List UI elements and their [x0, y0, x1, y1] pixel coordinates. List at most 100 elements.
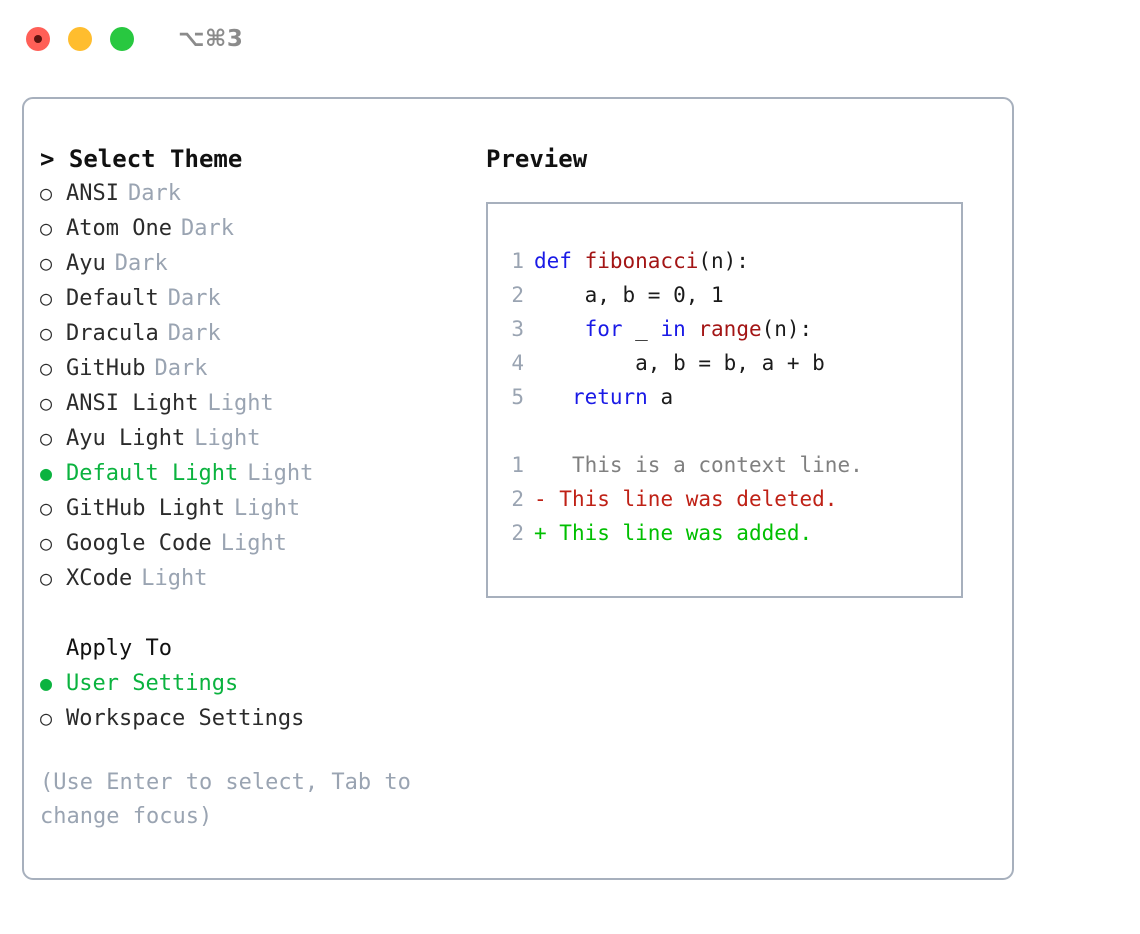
code-line: 3 for _ in range(n):: [488, 312, 961, 346]
theme-list: ○ ANSI Dark ○ Atom One Dark ○ Ayu Dark: [40, 176, 486, 596]
code-token-plain: a: [647, 385, 674, 409]
minimize-button[interactable]: [68, 27, 92, 51]
diff-line-added: 2 + This line was added.: [488, 516, 961, 550]
code-content: a, b = b, a + b: [534, 346, 825, 380]
preview-column: Preview 1 def fibonacci(n): 2 a, b = 0, …: [486, 142, 1012, 878]
code-content: return a: [534, 380, 673, 414]
theme-item-ansi-dark[interactable]: ○ ANSI Dark: [40, 176, 486, 211]
theme-item-atom-one-dark[interactable]: ○ Atom One Dark: [40, 211, 486, 246]
radio-unselected-icon: ○: [40, 251, 53, 275]
theme-item-tag: Light: [233, 496, 301, 521]
spacer: [40, 596, 486, 632]
code-token-plain: [534, 317, 585, 341]
diff-marker: +: [534, 521, 547, 545]
theme-item-xcode[interactable]: ○ XCode Light: [40, 561, 486, 596]
theme-item-ansi-light[interactable]: ○ ANSI Light Light: [40, 386, 486, 421]
radio-unselected-icon: ○: [40, 496, 53, 520]
code-token-keyword: for: [584, 317, 623, 341]
line-number: 1: [511, 249, 524, 273]
main-panel: > Select Theme ○ ANSI Dark ○ Atom One Da…: [22, 97, 1014, 880]
title-bar: ⌥⌘3: [0, 0, 1140, 78]
line-number: 2: [511, 283, 524, 307]
close-button[interactable]: [26, 27, 50, 51]
radio-unselected-icon: ○: [40, 391, 53, 415]
radio-unselected-icon: ○: [40, 286, 53, 310]
theme-item-label: Dracula: [66, 321, 159, 346]
code-line: 4 a, b = b, a + b: [488, 346, 961, 380]
apply-to-item-user-settings[interactable]: ● User Settings: [40, 666, 486, 701]
theme-item-tag: Dark: [154, 356, 208, 381]
theme-item-github-light[interactable]: ○ GitHub Light Light: [40, 491, 486, 526]
code-token-plain: (n):: [698, 249, 749, 273]
spacer: [488, 414, 961, 448]
code-token-plain: _: [622, 317, 661, 341]
diff-marker: -: [534, 487, 547, 511]
radio-unselected-icon: ○: [40, 356, 53, 380]
code-token-function: range: [698, 317, 762, 341]
apply-to-item-label: Workspace Settings: [66, 706, 305, 731]
apply-to-item-label: User Settings: [66, 671, 239, 696]
theme-item-tag: Dark: [167, 286, 221, 311]
theme-item-tag: Dark: [180, 216, 234, 241]
keyboard-shortcut-label: ⌥⌘3: [178, 26, 244, 52]
code-token-plain: a, b = 0, 1: [534, 283, 724, 307]
theme-item-label: GitHub: [66, 356, 146, 381]
line-number: 1: [511, 453, 524, 477]
code-token-keyword: return: [571, 385, 648, 409]
theme-item-label: Ayu Light: [66, 426, 186, 451]
code-token-keyword: in: [660, 317, 699, 341]
theme-item-label: ANSI Light: [66, 391, 199, 416]
preview-box: 1 def fibonacci(n): 2 a, b = 0, 1 3 for …: [486, 202, 963, 598]
code-token-plain: a, b = b, a + b: [534, 351, 825, 375]
apply-to-header: Apply To: [66, 636, 172, 661]
diff-marker: [534, 448, 547, 482]
code-token-function: fibonacci: [584, 249, 699, 273]
line-number: 5: [511, 385, 524, 409]
theme-item-default-dark[interactable]: ○ Default Dark: [40, 281, 486, 316]
code-content: for _ in range(n):: [534, 312, 813, 346]
radio-selected-icon: ●: [40, 461, 53, 485]
code-content: a, b = 0, 1: [534, 278, 724, 312]
maximize-button[interactable]: [110, 27, 134, 51]
code-content: def fibonacci(n):: [534, 244, 749, 278]
theme-item-label: Google Code: [66, 531, 212, 556]
theme-item-google-code[interactable]: ○ Google Code Light: [40, 526, 486, 561]
apply-to-list: ● User Settings ○ Workspace Settings: [40, 666, 486, 736]
code-line: 1 def fibonacci(n):: [488, 244, 961, 278]
theme-item-default-light[interactable]: ● Default Light Light: [40, 456, 486, 491]
diff-content: This line was deleted.: [546, 487, 838, 511]
theme-item-tag: Dark: [114, 251, 168, 276]
preview-title: Preview: [486, 145, 588, 173]
keyboard-hint-text: (Use Enter to select, Tab to change focu…: [40, 770, 425, 829]
theme-item-tag: Light: [247, 461, 314, 486]
line-number: 3: [511, 317, 524, 341]
theme-item-dracula-dark[interactable]: ○ Dracula Dark: [40, 316, 486, 351]
theme-item-label: Default Light: [66, 461, 239, 486]
radio-unselected-icon: ○: [40, 426, 53, 450]
radio-unselected-icon: ○: [40, 181, 53, 205]
line-number: 2: [511, 521, 524, 545]
theme-item-github-dark[interactable]: ○ GitHub Dark: [40, 351, 486, 386]
select-theme-header: > Select Theme: [40, 145, 243, 173]
theme-item-label: Ayu: [66, 251, 106, 276]
theme-item-tag: Dark: [127, 181, 181, 206]
theme-item-tag: Light: [220, 531, 287, 556]
radio-selected-icon: ●: [40, 671, 53, 695]
theme-item-label: Atom One: [66, 216, 172, 241]
theme-item-tag: Light: [194, 426, 261, 451]
theme-item-label: ANSI: [66, 181, 119, 206]
theme-item-tag: Light: [141, 566, 208, 591]
diff-content: This line was added.: [546, 521, 813, 545]
theme-picker-column: > Select Theme ○ ANSI Dark ○ Atom One Da…: [24, 142, 486, 878]
code-line: 2 a, b = 0, 1: [488, 278, 961, 312]
code-sample: 1 def fibonacci(n): 2 a, b = 0, 1 3 for …: [488, 244, 961, 414]
line-number: 2: [511, 487, 524, 511]
theme-item-ayu-dark[interactable]: ○ Ayu Dark: [40, 246, 486, 281]
code-token-plain: [534, 385, 572, 409]
radio-unselected-icon: ○: [40, 566, 53, 590]
code-token-keyword: def: [534, 249, 585, 273]
apply-to-item-workspace-settings[interactable]: ○ Workspace Settings: [40, 701, 486, 736]
theme-item-ayu-light[interactable]: ○ Ayu Light Light: [40, 421, 486, 456]
theme-item-tag: Dark: [167, 321, 221, 346]
